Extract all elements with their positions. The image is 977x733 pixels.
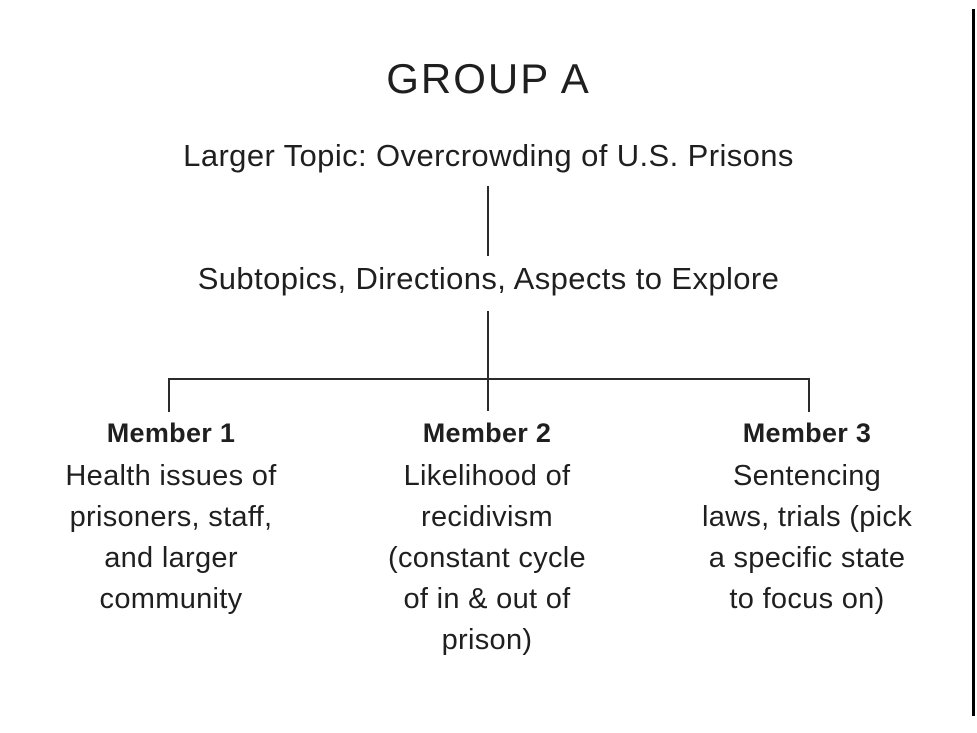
member-2-node: Member 2 Likelihood of recidivism (const… [352,414,622,661]
member-3-node: Member 3 Sentencing laws, trials (pick a… [672,414,942,620]
branch-horizontal-line [168,378,810,380]
connector-line-subtopics-to-branches [487,311,489,411]
member-1-node: Member 1 Health issues of prisoners, sta… [36,414,306,620]
member-1-name: Member 1 [106,418,236,448]
member-2-name: Member 2 [422,418,552,448]
subtopics-label: Subtopics, Directions, Aspects to Explor… [197,261,780,296]
branch-drop-line-left [168,378,170,412]
canvas-right-edge-line [972,9,975,716]
branch-drop-line-right [808,378,810,412]
member-3-name: Member 3 [742,418,872,448]
main-topic-label: Larger Topic: Overcrowding of U.S. Priso… [183,138,794,173]
group-title: GROUP A [386,55,591,102]
member-2-topic: Likelihood of recidivism (constant cycle… [388,460,586,656]
member-3-topic: Sentencing laws, trials (pick a specific… [701,460,913,615]
member-1-topic: Health issues of prisoners, staff, and l… [65,460,277,615]
connector-line-topic-to-subtopics [487,186,489,256]
